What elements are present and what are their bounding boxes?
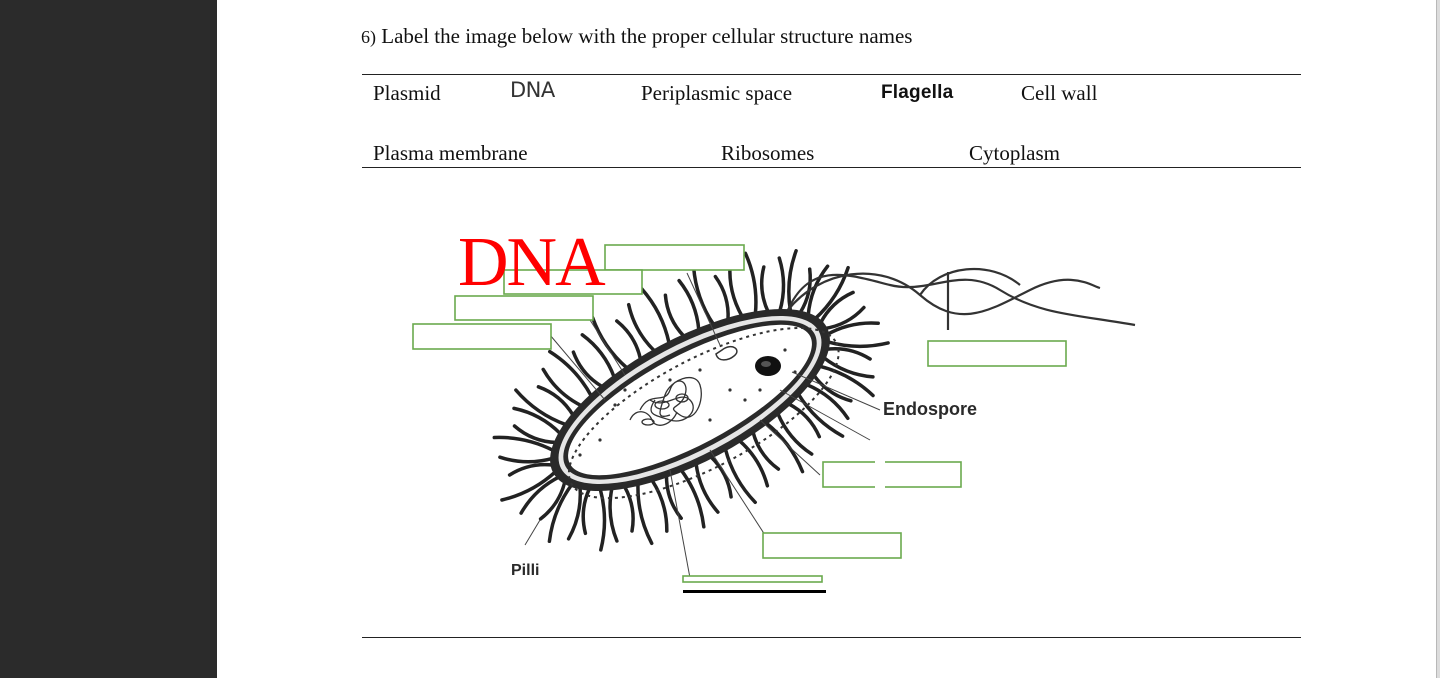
scrollbar[interactable] — [1436, 0, 1440, 678]
pilus — [796, 392, 845, 438]
pilus — [743, 251, 758, 316]
pilus — [691, 264, 716, 327]
pilus — [580, 333, 616, 379]
pilus — [694, 462, 720, 514]
label-box-3[interactable] — [454, 295, 594, 321]
pilus — [536, 385, 575, 418]
nucleoid-dna — [629, 376, 702, 426]
pilus — [547, 482, 574, 544]
pilus — [598, 487, 607, 552]
pilus — [566, 485, 583, 541]
pilus — [821, 355, 875, 379]
answer-dna-label: DNA — [458, 224, 606, 301]
endospore — [755, 356, 781, 376]
pilus — [608, 486, 619, 543]
label-box-6-gap — [875, 458, 885, 498]
pilus — [812, 373, 853, 403]
pilus — [498, 455, 555, 464]
pilus — [777, 256, 786, 313]
pilus — [581, 486, 592, 536]
bacterium-diagram — [412, 244, 1136, 583]
pilus — [541, 367, 584, 408]
label-box-2[interactable] — [503, 269, 643, 295]
pilus — [679, 468, 706, 529]
pilus — [512, 406, 563, 436]
pili-group — [492, 249, 890, 552]
pilus — [639, 287, 671, 345]
ribosomes — [578, 348, 797, 457]
pilus — [622, 484, 635, 533]
word-dna: DNA — [510, 78, 555, 102]
label-box-6[interactable] — [822, 461, 962, 488]
pilus — [507, 462, 556, 477]
pilus — [514, 388, 568, 427]
pilus — [663, 293, 686, 338]
label-box-7[interactable] — [762, 532, 902, 559]
pilus — [500, 469, 558, 502]
pilus — [813, 265, 850, 321]
pilus — [723, 447, 757, 505]
pilus — [776, 411, 814, 456]
pilus — [728, 262, 744, 318]
pilli-label: Pilli — [511, 562, 540, 579]
word-plasma-membrane: Plasma membrane — [373, 141, 528, 165]
pilus — [615, 319, 643, 362]
pilus — [519, 474, 562, 515]
leader-lines — [524, 272, 881, 579]
pilus — [538, 479, 567, 521]
word-flagella: Flagella — [881, 82, 954, 103]
word-plasmid: Plasmid — [373, 81, 441, 105]
question-prompt: Label the image below with the proper ce… — [381, 24, 913, 48]
word-bank-bottom-rule — [362, 167, 1301, 168]
pilus — [636, 482, 654, 546]
answer-underline — [683, 590, 826, 593]
pilus — [713, 274, 730, 322]
label-boxes — [412, 244, 1067, 583]
word-periplasmic-space: Periplasmic space — [641, 81, 793, 105]
pilus — [824, 347, 872, 361]
pilus — [650, 478, 669, 533]
flagellum — [786, 267, 1136, 330]
pilus — [737, 438, 770, 488]
pilus — [806, 264, 830, 318]
pilus — [751, 430, 781, 471]
pilus — [512, 424, 559, 445]
pilus — [571, 350, 604, 389]
word-cell-wall: Cell wall — [1021, 81, 1098, 105]
pilus — [759, 265, 770, 314]
word-bank-top-rule — [362, 74, 1301, 75]
pilus — [824, 321, 880, 337]
question-text: 6) Label the image below with the proper… — [361, 24, 912, 49]
pilus — [664, 473, 683, 520]
sidebar — [0, 0, 217, 678]
pilus — [825, 339, 890, 349]
pilus — [709, 455, 733, 499]
pilus — [817, 364, 875, 398]
bottom-rule — [362, 637, 1301, 638]
pilus — [492, 435, 556, 453]
label-box-8[interactable] — [682, 575, 823, 583]
label-box-5[interactable] — [927, 340, 1067, 367]
word-cytoplasm: Cytoplasm — [969, 141, 1061, 165]
pilus — [805, 382, 850, 421]
pilus — [822, 305, 866, 331]
word-ribosomes: Ribosomes — [721, 141, 815, 165]
pilus — [677, 278, 701, 332]
pilus — [818, 290, 855, 326]
label-box-1[interactable] — [604, 244, 745, 271]
endospore-label: Endospore — [883, 399, 978, 419]
plasmid-shape — [715, 345, 738, 361]
label-box-4[interactable] — [412, 323, 552, 350]
pilus — [626, 302, 657, 353]
pilus — [548, 349, 594, 398]
pilus — [786, 402, 822, 439]
question-number: 6) — [361, 27, 376, 47]
